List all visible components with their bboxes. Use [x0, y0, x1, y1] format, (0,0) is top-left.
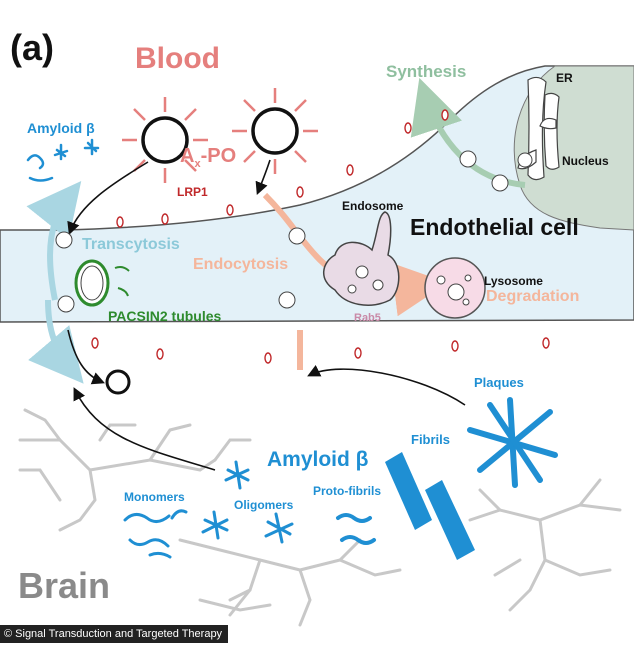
- amyloid-beta-blood: [26, 138, 100, 182]
- rab5-label: Rab5: [354, 312, 381, 324]
- axpo-nanoparticle-2: [232, 88, 318, 174]
- pacsin2-label: PACSIN2 tubules: [108, 308, 222, 324]
- axpo-prefix: A: [180, 145, 195, 167]
- amyloid-beta-blood-label: Amyloid β: [27, 120, 95, 136]
- amyloid-oligomers: [201, 460, 294, 544]
- amyloid-plaque: [467, 397, 558, 488]
- vesicles: [55, 150, 533, 313]
- axpo-subscript: x: [194, 158, 201, 170]
- synthesis-label: Synthesis: [386, 62, 467, 81]
- protofibrils-label: Proto-fibrils: [313, 484, 381, 498]
- endothelial-cell: [0, 65, 634, 323]
- amyloid-monomers: [123, 509, 188, 559]
- lrp1-label: LRP1: [177, 185, 208, 199]
- pacsin2-tubules: [74, 259, 130, 307]
- lysosome-content: [436, 274, 472, 306]
- neuron-network: [18, 408, 622, 627]
- nucleus-label: Nucleus: [562, 154, 609, 168]
- endosome-vesicles: [347, 265, 384, 294]
- lrp1-receptors: [91, 109, 550, 364]
- endocytosis-label: Endocytosis: [193, 256, 289, 273]
- lysosome-label: Lysosome: [484, 274, 543, 288]
- nanoparticle-brain-side: [105, 369, 131, 395]
- plaques-label: Plaques: [474, 375, 524, 390]
- transcytosis-label: Transcytosis: [82, 236, 180, 253]
- axpo-suffix: -PO: [200, 145, 237, 167]
- blood-label: Blood: [135, 42, 220, 75]
- amyloid-fibrils: [385, 452, 475, 560]
- axpo-label: Ax-PO: [180, 146, 236, 170]
- oligomers-label: Oligomers: [234, 498, 294, 512]
- fibrils-label: Fibrils: [411, 432, 451, 447]
- panel-label: (a): [10, 27, 54, 68]
- monomers-label: Monomers: [124, 490, 185, 504]
- amyloid-beta-brain-label: Amyloid β: [267, 448, 369, 471]
- amyloid-protofibrils: [336, 513, 376, 545]
- brain-label: Brain: [18, 565, 111, 606]
- axpo-nanoparticle-1: [122, 97, 208, 183]
- endothelial-cell-label: Endothelial cell: [410, 214, 579, 240]
- pathway-arrows: [67, 159, 466, 471]
- degradation-label: Degradation: [486, 288, 580, 305]
- image-credit: © Signal Transduction and Targeted Thera…: [0, 625, 229, 643]
- transcytosis-arrow-down: [28, 299, 84, 384]
- transcytosis-arrow-up: [26, 180, 82, 301]
- endoplasmic-reticulum: [517, 76, 560, 181]
- er-label: ER: [556, 71, 573, 85]
- endosome-label: Endosome: [342, 199, 404, 213]
